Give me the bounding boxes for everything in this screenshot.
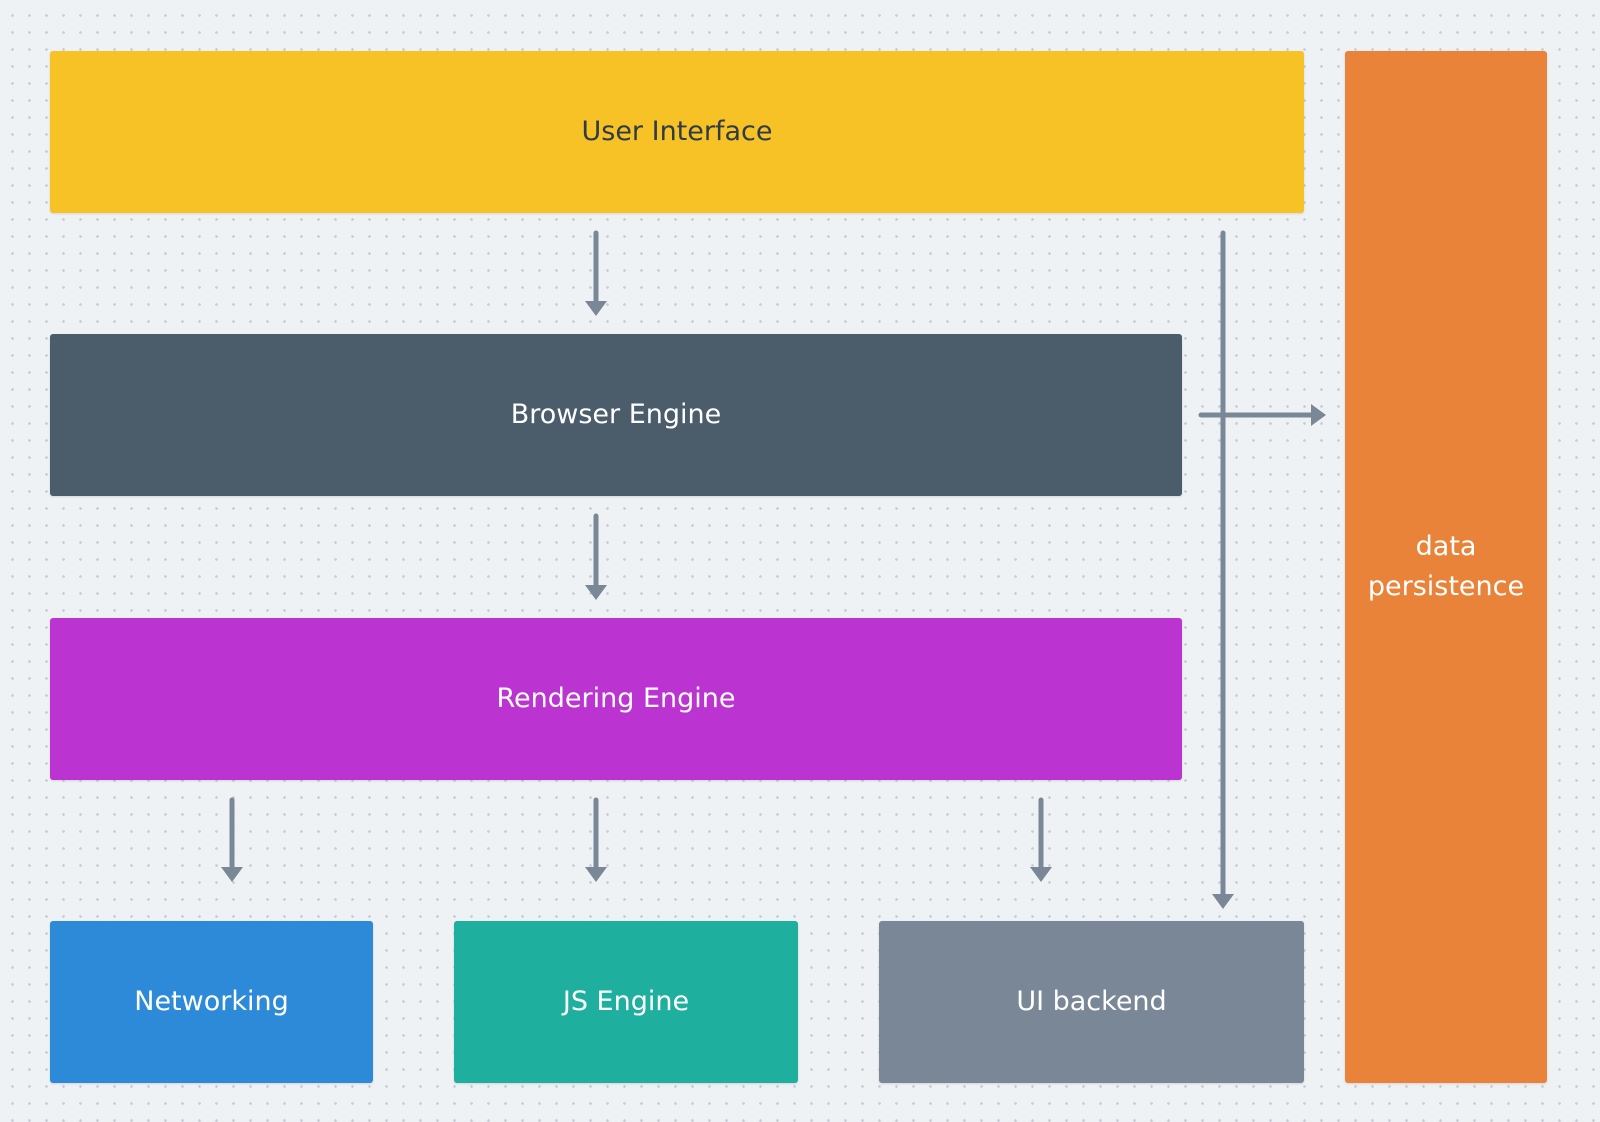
ui-backend-block[interactable]: UI backend	[879, 921, 1304, 1083]
user-interface-block[interactable]: User Interface	[50, 51, 1304, 213]
data-persistence-label: data persistence	[1367, 531, 1525, 602]
arrow-browser-engine-to-rendering-engine	[585, 513, 607, 600]
rendering-engine-label: Rendering Engine	[496, 683, 736, 714]
arrow-user-interface-to-ui-backend	[1212, 230, 1234, 909]
js-engine-block[interactable]: JS Engine	[454, 921, 798, 1083]
browser-engine-label: Browser Engine	[510, 399, 722, 430]
ui-backend-label: UI backend	[1016, 986, 1167, 1017]
networking-block[interactable]: Networking	[50, 921, 373, 1083]
arrow-rendering-engine-to-ui-backend	[1030, 797, 1052, 882]
js-engine-label: JS Engine	[562, 986, 690, 1017]
arrow-rendering-engine-to-networking	[221, 797, 243, 882]
networking-label: Networking	[134, 986, 289, 1017]
arrow-user-interface-to-browser-engine	[585, 230, 607, 316]
arrow-browser-engine-to-data-persistence	[1198, 404, 1326, 426]
data-persistence-block[interactable]: data persistence	[1345, 51, 1547, 1083]
user-interface-label: User Interface	[581, 116, 773, 147]
arrow-rendering-engine-to-js-engine	[585, 797, 607, 882]
browser-engine-block[interactable]: Browser Engine	[50, 334, 1182, 496]
rendering-engine-block[interactable]: Rendering Engine	[50, 618, 1182, 780]
